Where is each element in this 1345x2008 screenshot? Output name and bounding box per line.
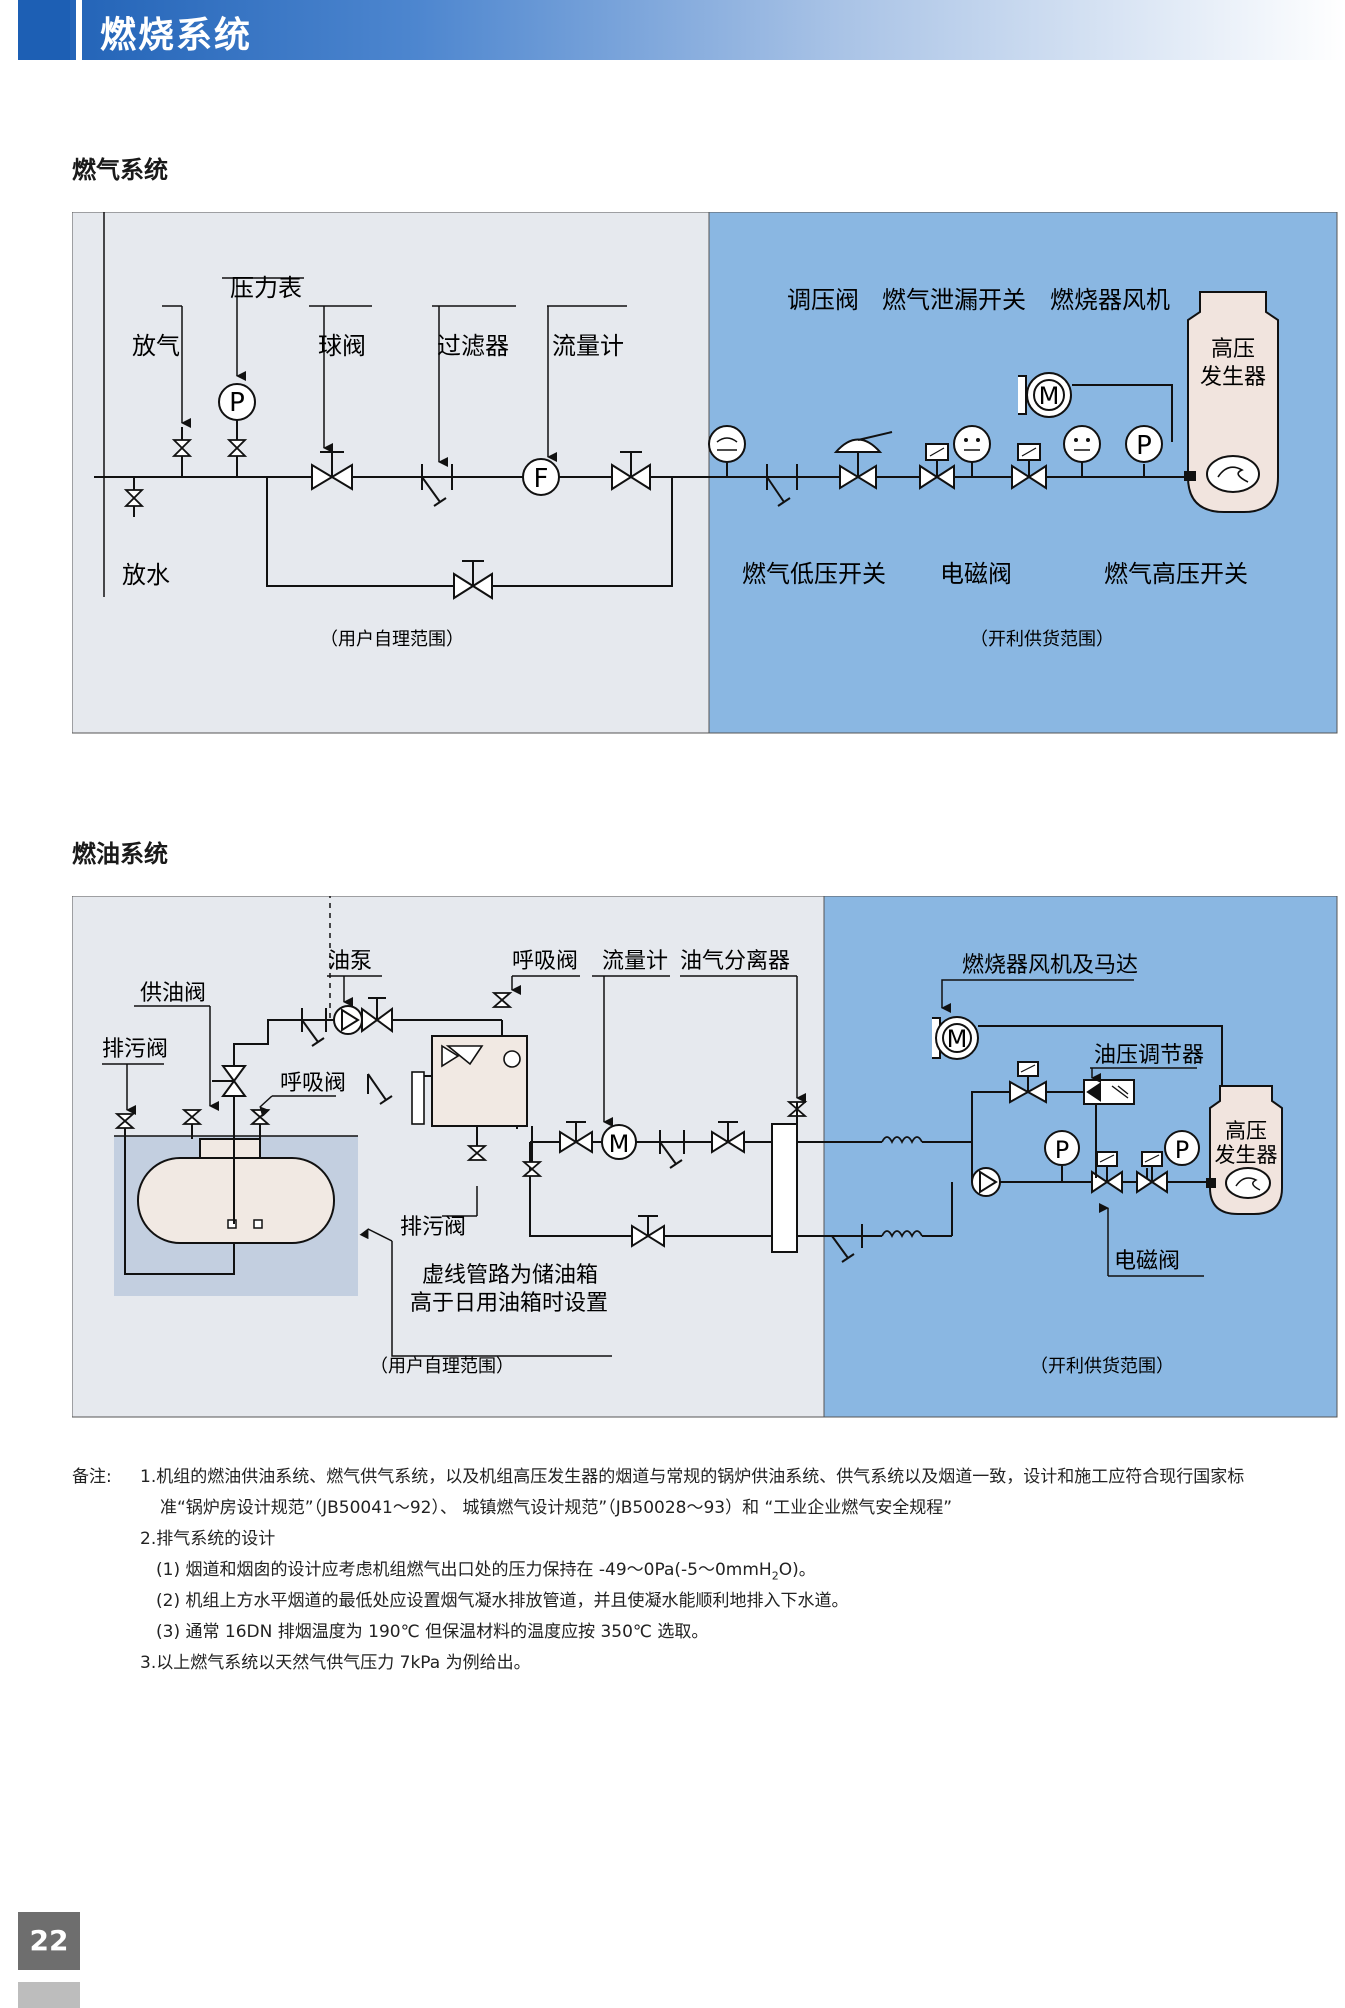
gas-generator-label-2: 发生器 — [1200, 365, 1266, 390]
oil-label-dashed-note-1: 虚线管路为储油箱 — [422, 1263, 598, 1288]
oil-pump-icon — [333, 1005, 363, 1035]
header-square — [18, 0, 70, 60]
oil-section-heading: 燃油系统 — [72, 840, 168, 868]
gas-bypass-valve-icon — [453, 560, 493, 600]
gas-label-ball-valve: 球阀 — [318, 332, 366, 360]
gas-generator-label-1: 高压 — [1211, 337, 1255, 362]
note-3: 3.以上燃气系统以天然气供气压力 7kPa 为例给出。 — [140, 1653, 531, 1673]
oil-flow-meter-symbol: M — [609, 1130, 630, 1158]
gas-solenoid-valve-2-icon — [1011, 443, 1047, 490]
gas-regulator-icon — [833, 431, 893, 490]
gas-gauge-symbol: P — [229, 388, 245, 418]
gas-system-diagram: P F — [72, 212, 1338, 734]
oil-storage-tank-icon — [137, 1138, 335, 1244]
oil-generator-icon — [1206, 1085, 1283, 1215]
header-divider — [76, 0, 82, 60]
note-2: 2.排气系统的设计 — [140, 1529, 276, 1549]
gas-flow-meter-icon — [522, 458, 560, 496]
oil-generator-label-1: 高压 — [1225, 1119, 1267, 1143]
note-2-1-end: O)。 — [778, 1560, 816, 1580]
gas-pressure-gauge-icon — [218, 383, 256, 421]
oil-gauge-symbol-1: P — [1055, 1136, 1069, 1164]
oil-flow-meter-icon — [601, 1124, 637, 1160]
oil-burner-pump-icon — [971, 1167, 1001, 1197]
oil-label-separator: 油气分离器 — [680, 949, 790, 974]
oil-label-regulator: 油压调节器 — [1094, 1043, 1204, 1068]
note-1a: 1.机组的燃油供油系统、燃气供气系统，以及机组高压发生器的烟道与常规的锅炉供油系… — [140, 1467, 1245, 1487]
oil-label-breather: 呼吸阀 — [280, 1071, 346, 1096]
gas-low-pressure-switch-icon — [708, 425, 746, 463]
gas-label-flow-meter: 流量计 — [552, 332, 624, 360]
oil-label-flow-meter: 流量计 — [602, 949, 668, 974]
gas-solenoid-valve-1-icon — [919, 443, 955, 490]
oil-flow-valve-icon — [559, 1121, 593, 1154]
oil-system-diagram: M P P — [72, 896, 1338, 1418]
gas-scope-supplier: （开利供货范围） — [970, 629, 1114, 650]
note-1b: 准“锅炉房设计规范”（JB50041～92）、 城镇燃气设计规范”（JB5002… — [160, 1498, 953, 1518]
oil-generator-label-2: 发生器 — [1215, 1143, 1278, 1167]
oil-pressure-gauge-1-icon — [1044, 1130, 1080, 1166]
note-2-2: (2) 机组上方水平烟道的最低处应设置烟气凝水排放管道，并且使凝水能顺利地排入下… — [156, 1591, 849, 1611]
gas-section-heading: 燃气系统 — [72, 156, 168, 184]
oil-separator-icon — [771, 1123, 798, 1253]
oil-pump-valve-icon — [361, 997, 393, 1033]
gas-label-vent: 放气 — [132, 332, 180, 360]
oil-pressure-gauge-2-icon — [1164, 1130, 1200, 1166]
gas-leak-switch-icon — [953, 425, 991, 463]
gas-label-burner-fan: 燃烧器风机 — [1050, 286, 1170, 314]
notes-label: 备注: — [72, 1467, 112, 1487]
page-title: 燃烧系统 — [100, 15, 253, 56]
gas-high-pressure-switch-icon — [1063, 425, 1101, 463]
oil-label-pump: 油泵 — [328, 949, 372, 974]
oil-gauge-symbol-2: P — [1175, 1136, 1189, 1164]
gas-gauge-symbol-2: P — [1136, 431, 1152, 461]
oil-fan-motor-symbol: M — [947, 1025, 968, 1053]
gas-label-regulator: 调压阀 — [787, 286, 859, 314]
oil-scope-user: （用户自理范围） — [370, 1356, 514, 1377]
page-number-tab — [18, 1982, 80, 2008]
oil-label-breather-top: 呼吸阀 — [512, 949, 578, 974]
gas-burner-fan-icon — [1018, 372, 1072, 418]
oil-solenoid-valve-2-icon — [1136, 1151, 1168, 1194]
oil-scope-supplier: （开利供货范围） — [1030, 1356, 1174, 1377]
gas-label-high-pressure-switch: 燃气高压开关 — [1104, 560, 1248, 588]
oil-label-supply-valve: 供油阀 — [140, 981, 206, 1006]
oil-label-blowdown-valve: 排污阀 — [102, 1037, 168, 1062]
gas-flow-symbol: F — [534, 464, 549, 494]
page-number: 22 — [18, 1912, 80, 1970]
oil-solenoid-valve-1-icon — [1091, 1151, 1123, 1194]
oil-supply-valve-icon — [212, 1065, 247, 1097]
oil-label-dashed-note-2: 高于日用油箱时设置 — [410, 1291, 608, 1316]
oil-label-solenoid: 电磁阀 — [1114, 1249, 1180, 1274]
gas-label-filter: 过滤器 — [437, 332, 509, 360]
page-header: 燃烧系统 — [18, 0, 1345, 60]
oil-label-blowdown: 排污阀 — [400, 1215, 466, 1240]
note-2-1-sub: 2 — [771, 1569, 779, 1583]
gas-label-drain: 放水 — [122, 561, 170, 589]
gas-scope-user: （用户自理范围） — [320, 629, 464, 650]
note-2-3: (3) 通常 16DN 排烟温度为 190℃ 但保温材料的温度应按 350℃ 选… — [156, 1622, 709, 1642]
gas-label-leak-switch: 燃气泄漏开关 — [882, 286, 1026, 314]
gas-generator-icon — [1184, 291, 1279, 513]
gas-filter-icon — [421, 464, 453, 507]
gas-stop-valve-icon — [611, 451, 651, 491]
oil-label-fan-motor: 燃烧器风机及马达 — [962, 953, 1138, 978]
note-2-1-text: (1) 烟道和烟囱的设计应考虑机组燃气出口处的压力保持在 -49～0Pa(-5～… — [156, 1560, 772, 1580]
gas-label-pressure-gauge: 压力表 — [230, 274, 302, 302]
oil-pressure-regulator-icon — [1083, 1079, 1135, 1105]
gas-label-solenoid-valve: 电磁阀 — [940, 560, 1012, 588]
gas-burner-pressure-gauge-icon — [1125, 425, 1163, 463]
gas-ball-valve-icon — [311, 451, 353, 491]
oil-fan-motor-icon — [932, 1016, 979, 1060]
note-2-1: (1) 烟道和烟囱的设计应考虑机组燃气出口处的压力保持在 -49～0Pa(-5～… — [156, 1555, 816, 1591]
gas-fan-motor-symbol: M — [1039, 382, 1060, 410]
gas-label-low-pressure-switch: 燃气低压开关 — [742, 560, 886, 588]
